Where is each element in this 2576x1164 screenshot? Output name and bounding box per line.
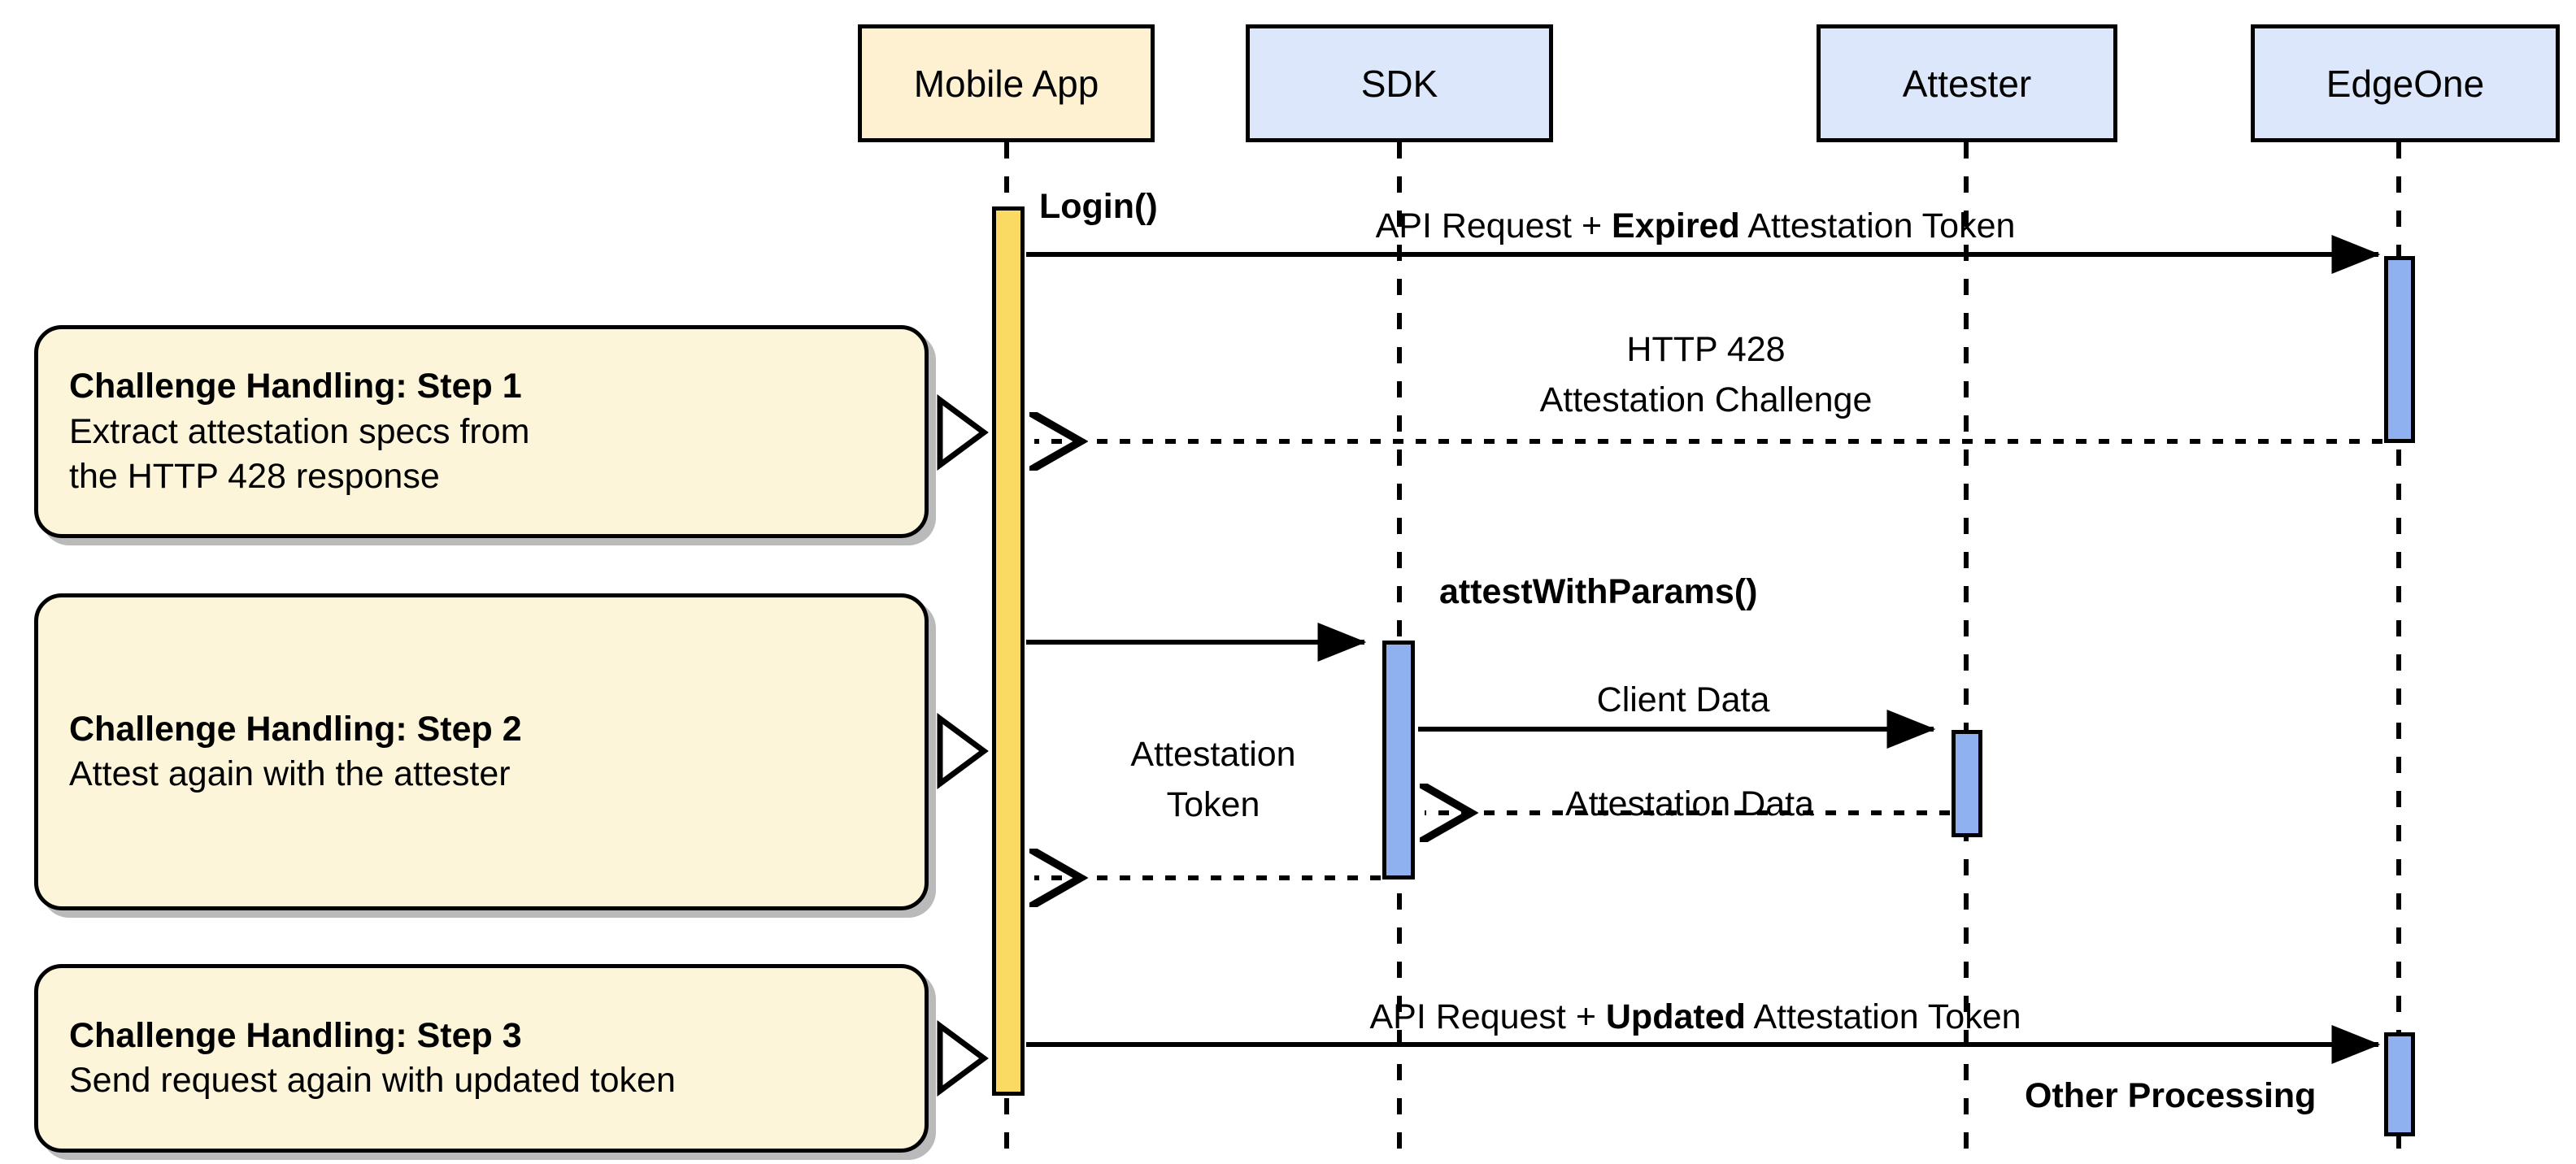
- note-pointers: [937, 394, 989, 1097]
- message-arrows: [1026, 235, 2382, 1064]
- message-label-http-428-line-2: Attestation Challenge: [1539, 380, 1873, 419]
- api-request-expired-part-3: Attestation Token: [1739, 206, 2016, 245]
- note-pointer-step-3: [937, 1020, 989, 1097]
- activation-mobile-app[interactable]: [992, 206, 1025, 1096]
- message-label-attestation-data: Attestation Data: [1565, 784, 1814, 823]
- note-step-3-line-1: Send request again with updated token: [69, 1061, 676, 1101]
- message-label-other-processing: Other Processing: [2025, 1076, 2317, 1115]
- lifeline-label-sdk: SDK: [1360, 62, 1438, 105]
- lifeline-header-mobile-app[interactable]: Mobile App: [858, 24, 1155, 142]
- note-pointer-step-1: [937, 394, 989, 471]
- lifeline-label-attester: Attester: [1902, 62, 2032, 105]
- activation-sdk[interactable]: [1382, 641, 1415, 880]
- message-label-attestation-token-line-1: Attestation: [1130, 735, 1296, 774]
- lifeline-header-attester[interactable]: Attester: [1817, 24, 2117, 142]
- api-request-updated-part-1: API Request +: [1369, 997, 1606, 1036]
- api-request-updated-part-3: Attestation Token: [1745, 997, 2021, 1036]
- lifeline-header-edgeone[interactable]: EdgeOne: [2251, 24, 2560, 142]
- note-step-3[interactable]: Challenge Handling: Step 3 Send request …: [34, 964, 929, 1153]
- activation-edgeone-first[interactable]: [2384, 256, 2415, 443]
- note-step-1-title: Challenge Handling: Step 1: [69, 367, 522, 406]
- api-request-expired-part-1: API Request +: [1375, 206, 1612, 245]
- message-label-attest-with-params: attestWithParams(): [1439, 572, 1758, 611]
- note-step-2[interactable]: Challenge Handling: Step 2 Attest again …: [34, 593, 929, 910]
- api-request-expired-part-2-emphasis: Expired: [1612, 206, 1740, 245]
- message-label-attestation-token-line-2: Token: [1166, 785, 1260, 824]
- note-step-2-title: Challenge Handling: Step 2: [69, 709, 522, 749]
- note-step-1-line-1: Extract attestation specs from: [69, 411, 530, 451]
- note-step-2-line-1: Attest again with the attester: [69, 754, 511, 794]
- message-label-api-request-expired: API Request + Expired Attestation Token: [1376, 205, 2016, 249]
- lifeline-label-edgeone: EdgeOne: [2326, 62, 2485, 105]
- activation-edgeone-second[interactable]: [2384, 1032, 2415, 1136]
- message-label-client-data: Client Data: [1596, 680, 1770, 719]
- note-step-3-title: Challenge Handling: Step 3: [69, 1015, 522, 1055]
- message-label-http-428-line-1: HTTP 428: [1626, 330, 1786, 369]
- lifeline-header-sdk[interactable]: SDK: [1246, 24, 1553, 142]
- note-pointer-step-2: [937, 713, 989, 789]
- note-step-1-line-2: the HTTP 428 response: [69, 456, 440, 496]
- note-step-1[interactable]: Challenge Handling: Step 1 Extract attes…: [34, 325, 929, 538]
- lifeline-label-mobile-app: Mobile App: [913, 62, 1099, 105]
- activation-attester[interactable]: [1952, 730, 1982, 837]
- message-label-api-request-updated: API Request + Updated Attestation Token: [1369, 996, 2021, 1040]
- message-label-login: Login(): [1039, 187, 1158, 226]
- api-request-updated-part-2-emphasis: Updated: [1605, 997, 1746, 1036]
